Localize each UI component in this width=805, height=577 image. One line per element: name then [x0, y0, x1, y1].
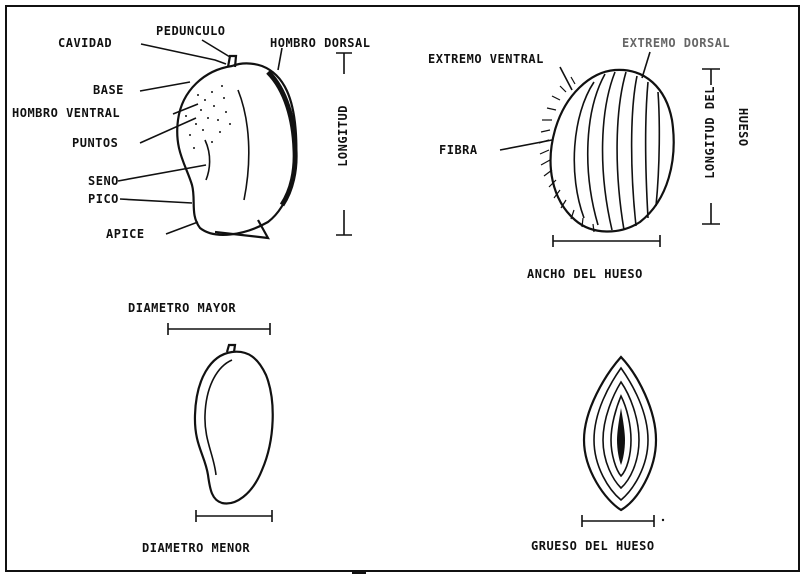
label-diametro-mayor: DIAMETRO MAYOR	[128, 301, 236, 315]
fibra-hairs	[539, 77, 594, 232]
label-pedunculo: PEDUNCULO	[156, 24, 226, 38]
inner-highlight	[238, 90, 249, 200]
label-apice: APICE	[106, 227, 145, 241]
label-longitud: LONGITUD	[336, 105, 350, 167]
mango-seed-drawing	[500, 52, 720, 247]
label-cavidad: CAVIDAD	[58, 36, 112, 50]
seed-thickness-drawing	[582, 357, 664, 527]
label-diametro-menor: DIAMETRO MENOR	[142, 541, 250, 555]
label-seno: SENO	[88, 174, 119, 188]
label-hueso: HUESO	[736, 108, 750, 147]
label-pico: PICO	[88, 192, 119, 206]
dorsal-edge	[268, 72, 295, 205]
mango-fruit-drawing	[118, 40, 352, 238]
label-hombro-dorsal: HOMBRO DORSAL	[270, 36, 370, 50]
puntos-speckles	[185, 85, 231, 149]
label-extremo-dorsal: EXTREMO DORSAL	[622, 36, 730, 50]
label-ancho-del-hueso: ANCHO DEL HUESO	[527, 267, 643, 281]
label-hombro-ventral: HOMBRO VENTRAL	[12, 106, 120, 120]
label-puntos: PUNTOS	[72, 136, 118, 150]
label-grueso-del-hueso: GRUESO DEL HUESO	[531, 539, 655, 553]
small-peduncle	[227, 345, 235, 352]
label-longitud-del: LONGITUD DEL	[703, 86, 717, 179]
seno-fold	[205, 140, 210, 180]
fruit-diameters-drawing	[168, 323, 273, 522]
label-fibra: FIBRA	[439, 143, 478, 157]
fruit-side-outline	[195, 352, 273, 504]
bottom-mark	[352, 570, 366, 574]
label-base: BASE	[93, 83, 124, 97]
seed-outline	[551, 70, 674, 232]
seed-fiber-ridges	[574, 72, 659, 230]
label-extremo-ventral: EXTREMO VENTRAL	[428, 52, 544, 66]
